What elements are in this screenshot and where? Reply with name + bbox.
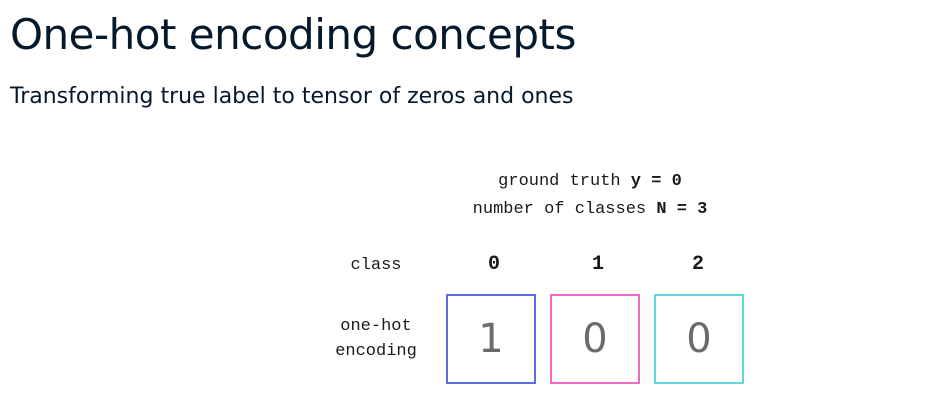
onehot-value-0: 1	[478, 316, 504, 362]
onehot-value-2: 0	[686, 316, 712, 362]
class-row-label: class	[350, 256, 402, 275]
ground-truth-line: ground truth y = 0	[430, 172, 750, 191]
onehot-box-0: 1	[446, 294, 536, 384]
onehot-label-line2: encoding	[335, 342, 417, 361]
onehot-box-1: 0	[550, 294, 640, 384]
class-index-0: 0	[487, 253, 500, 276]
ground-truth-value: y = 0	[630, 172, 682, 191]
onehot-box-2: 0	[654, 294, 744, 384]
num-classes-value: N = 3	[656, 200, 708, 219]
num-classes-line: number of classes N = 3	[430, 200, 750, 219]
onehot-row-label: one-hot encoding	[326, 314, 426, 364]
num-classes-prefix: number of classes	[472, 200, 657, 219]
slide-subtitle: Transforming true label to tensor of zer…	[10, 84, 574, 109]
onehot-label-line1: one-hot	[340, 317, 412, 336]
class-index-2: 2	[691, 253, 704, 276]
class-index-1: 1	[591, 253, 604, 276]
slide-title: One-hot encoding concepts	[10, 10, 576, 59]
onehot-value-1: 0	[582, 316, 608, 362]
ground-truth-prefix: ground truth	[498, 172, 631, 191]
